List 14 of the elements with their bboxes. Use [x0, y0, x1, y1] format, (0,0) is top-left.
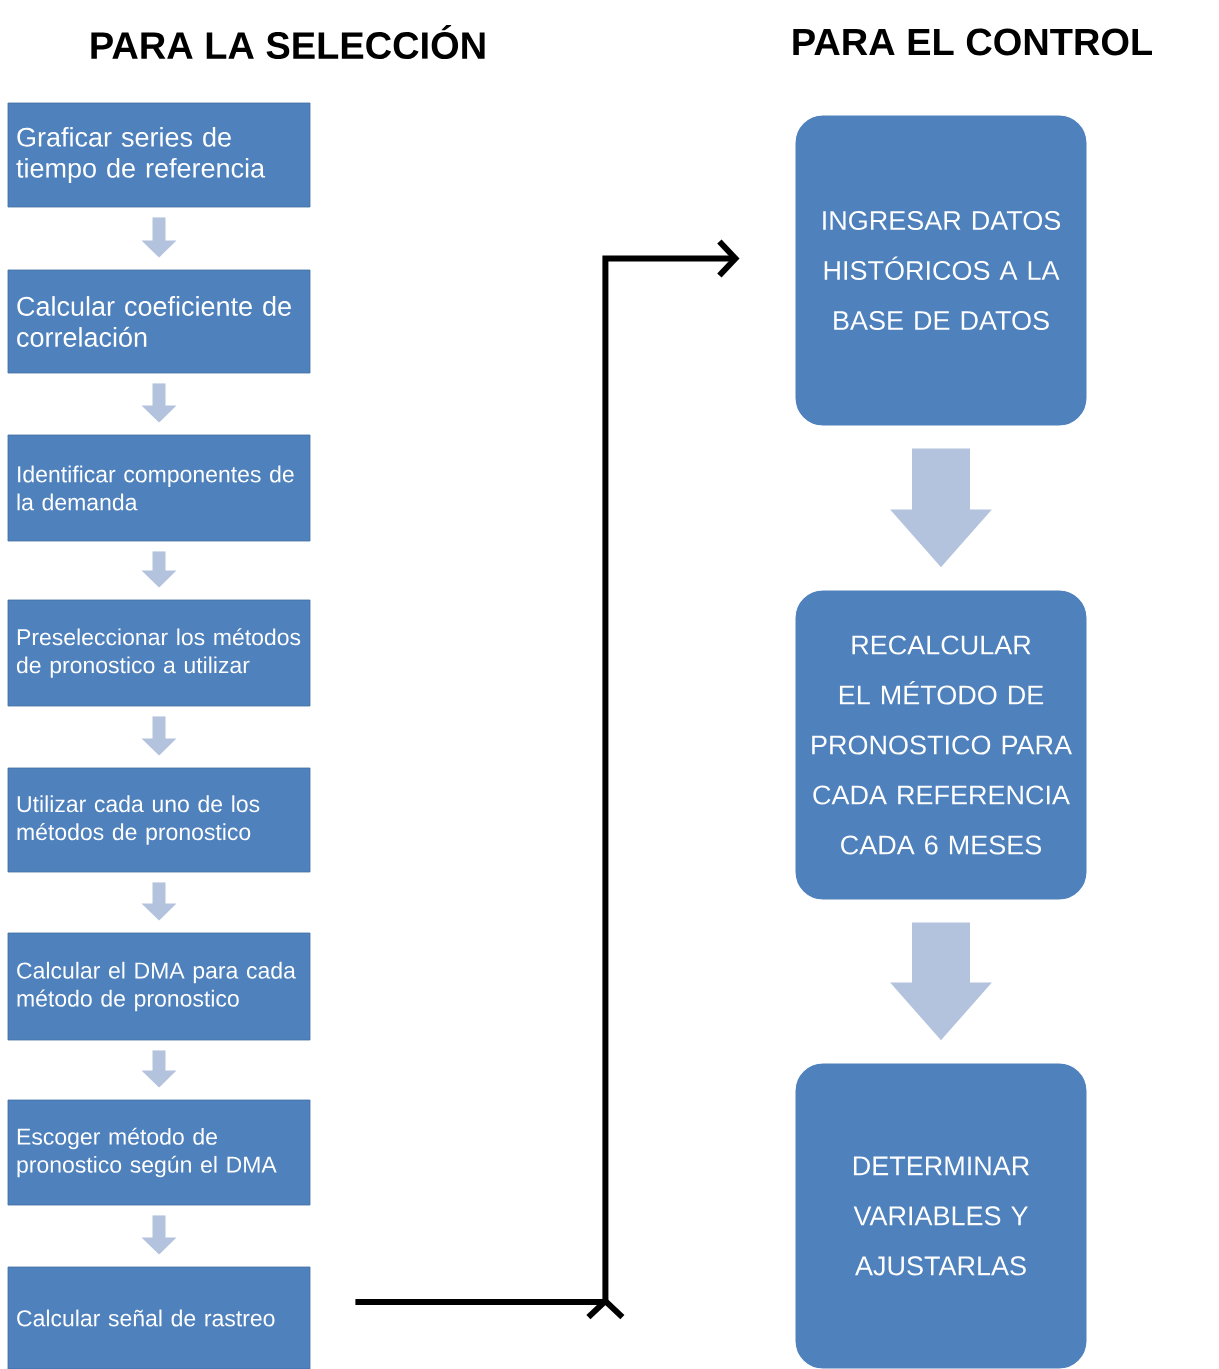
process-box: Calcular coeficiente de correlación [7, 269, 311, 374]
process-box: Graficar series de tiempo de referencia [7, 102, 311, 208]
heading: PARA LA SELECCIÓN [91, 25, 485, 60]
process-box: Escoger método de pronostico según el DMA [7, 1099, 311, 1206]
process-box: Calcular señal de rastreo [7, 1266, 311, 1369]
process-box: Preseleccionar los métodos de pronostico a utilizar [7, 599, 311, 707]
rounded-box: RECALCULAR EL MÉTODO DE PRONOSTICO PARA CADA REFERENCIA CADA 6 MESES [794, 589, 1088, 901]
heading: PARA EL CONTROL [793, 28, 1152, 56]
process-box: Identificar componentes de la demanda [7, 434, 311, 542]
rounded-box: DETERMINAR VARIABLES Y AJUSTARLAS [794, 1062, 1088, 1369]
rounded-box: INGRESAR DATOS HISTÓRICOS A LA BASE DE DATOS [794, 114, 1088, 427]
arrow [355, 239, 740, 1320]
process-box: Utilizar cada uno de los métodos de pronostico [7, 767, 311, 873]
process-box: Calcular el DMA para cada método de pronostico [7, 932, 311, 1041]
